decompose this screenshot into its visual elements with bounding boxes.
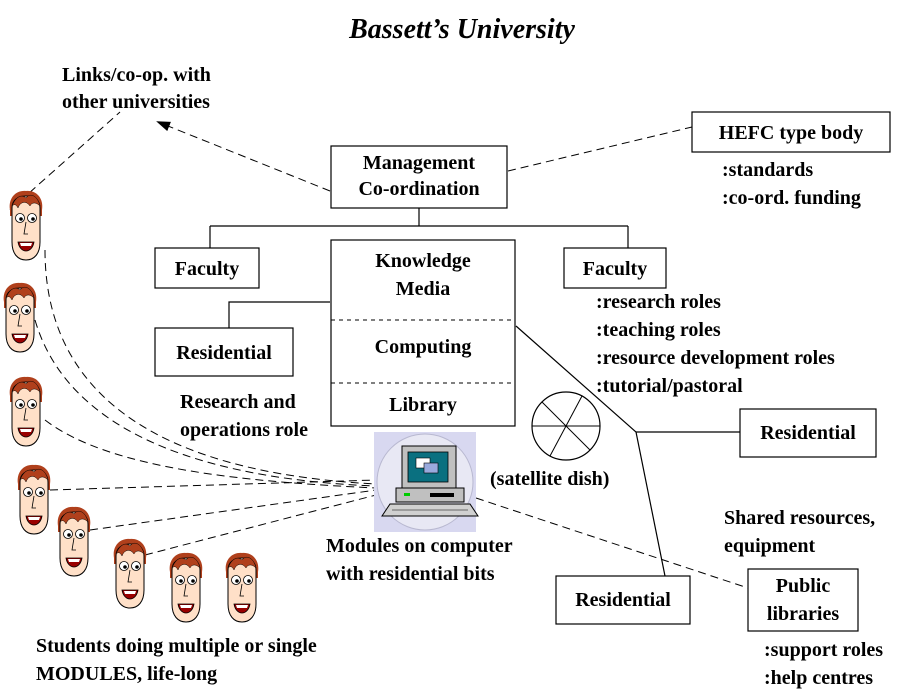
public-libraries-line-1: Public xyxy=(776,575,831,597)
faculty-left-label: Faculty xyxy=(175,258,239,280)
students-note-line-1: Students doing multiple or single xyxy=(36,635,317,657)
student-face-icon xyxy=(17,464,51,535)
public-libraries-note-support: :support roles xyxy=(764,639,883,661)
connector-student-6 xyxy=(144,494,377,556)
residential-left-label: Residential xyxy=(176,342,272,364)
faculty-role-research: :research roles xyxy=(596,291,721,313)
knowledge-media-line-2: Media xyxy=(396,278,450,300)
connector-management-to-hefc xyxy=(507,126,693,172)
connector-students-to-universities xyxy=(9,111,121,211)
faculty-role-teaching: :teaching roles xyxy=(596,319,721,341)
faculty-left-box xyxy=(154,247,260,289)
residential-left-box xyxy=(154,327,294,377)
modules-note-line-1: Modules on computer xyxy=(326,535,513,557)
satellite-label: (satellite dish) xyxy=(490,468,609,490)
residential-bottom-box xyxy=(555,575,691,625)
faculty-role-tutorial: :tutorial/pastoral xyxy=(596,375,743,397)
student-face-icon xyxy=(3,282,37,353)
residential-bottom-label: Residential xyxy=(575,589,671,611)
student-face-icon xyxy=(169,552,203,623)
connector-management-to-universities xyxy=(156,121,331,192)
residential-right-box xyxy=(739,408,877,458)
students-note-line-2: MODULES, life-long xyxy=(36,663,217,685)
knowledge-media-line-1: Knowledge xyxy=(375,250,471,272)
student-face-icon xyxy=(57,506,91,577)
hefc-note-funding: :co-ord. funding xyxy=(722,187,861,209)
links-note-line-1: Links/co-op. with xyxy=(62,64,211,86)
shared-resources-line-2: equipment xyxy=(724,535,815,557)
connector-student-3 xyxy=(44,419,377,489)
management-label-line-1: Management xyxy=(363,152,476,174)
hefc-note-standards: :standards xyxy=(722,159,813,181)
research-note-line-1: Research and xyxy=(180,391,296,413)
research-note-line-2: operations role xyxy=(180,419,308,441)
connector-student-5 xyxy=(89,489,377,531)
library-label: Library xyxy=(389,394,457,416)
faculty-right-label: Faculty xyxy=(583,258,647,280)
central-box xyxy=(330,239,516,427)
student-face-icon xyxy=(9,376,43,447)
faculty-right-box xyxy=(563,247,667,289)
hefc-box xyxy=(691,111,891,153)
student-face-icon xyxy=(113,538,147,609)
tree-residential-left xyxy=(228,301,330,328)
shared-resources-line-1: Shared resources, xyxy=(724,507,875,529)
public-libraries-note-help: :help centres xyxy=(764,667,873,689)
satellite-dish-icon xyxy=(531,391,601,461)
faculty-role-resource-development: :resource development roles xyxy=(596,347,835,369)
hefc-label: HEFC type body xyxy=(719,122,863,144)
connector-student-1 xyxy=(44,249,377,485)
connector-computer-to-public-libraries xyxy=(475,497,749,589)
public-libraries-box xyxy=(747,568,859,632)
computing-label: Computing xyxy=(375,336,472,358)
residential-right-label: Residential xyxy=(760,422,856,444)
tree-residential-right xyxy=(515,325,740,577)
connector-student-4 xyxy=(49,479,377,491)
modules-note-line-2: with residential bits xyxy=(326,563,495,585)
student-face-icon xyxy=(9,190,43,261)
diagram-title: Bassett’s University xyxy=(348,14,575,45)
links-note-line-2: other universities xyxy=(62,91,210,113)
management-box xyxy=(330,145,508,209)
management-label-line-2: Co-ordination xyxy=(358,178,479,200)
student-face-icon xyxy=(225,552,259,623)
public-libraries-line-2: libraries xyxy=(767,603,839,625)
desktop-computer-icon xyxy=(374,432,479,532)
tree-faculty-bar xyxy=(209,208,629,248)
